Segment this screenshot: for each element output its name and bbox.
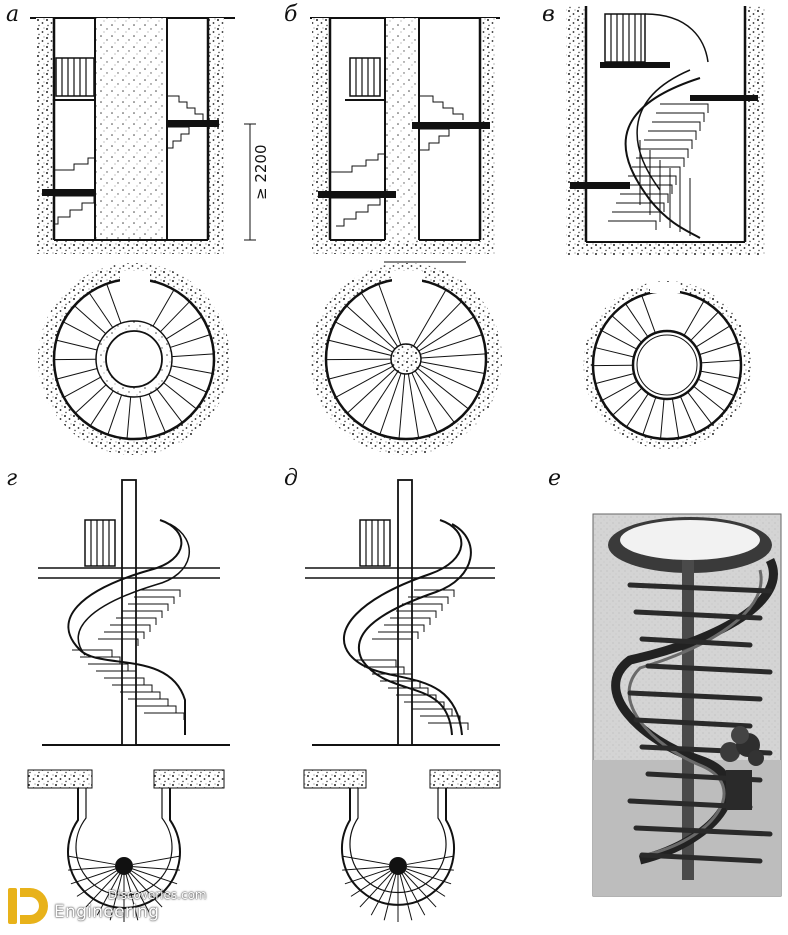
watermark: Discoveries.com Engineering	[6, 882, 207, 932]
plan-d	[303, 769, 501, 922]
plan-g	[27, 769, 225, 922]
watermark-line1: Discoveries.com	[108, 888, 207, 902]
label-g: г	[6, 466, 18, 491]
elevation-b	[310, 17, 500, 263]
brand-logo-icon	[8, 888, 48, 924]
elevation-a	[30, 17, 256, 254]
watermark-line2: Engineering	[54, 902, 160, 922]
plan-b	[310, 263, 502, 455]
elevation-g	[38, 479, 230, 746]
label-v: в	[542, 2, 555, 27]
dimension-label: ≥ 2200	[252, 144, 270, 200]
plan-a	[38, 263, 230, 455]
label-d: д	[284, 466, 298, 491]
photo-e	[592, 513, 782, 897]
label-b: б	[284, 2, 298, 27]
plant	[720, 726, 764, 810]
elevation-d	[305, 479, 500, 746]
elevation-v	[566, 6, 765, 256]
plan-v	[583, 281, 751, 449]
label-a: а	[6, 2, 20, 27]
label-e: е	[548, 466, 562, 491]
